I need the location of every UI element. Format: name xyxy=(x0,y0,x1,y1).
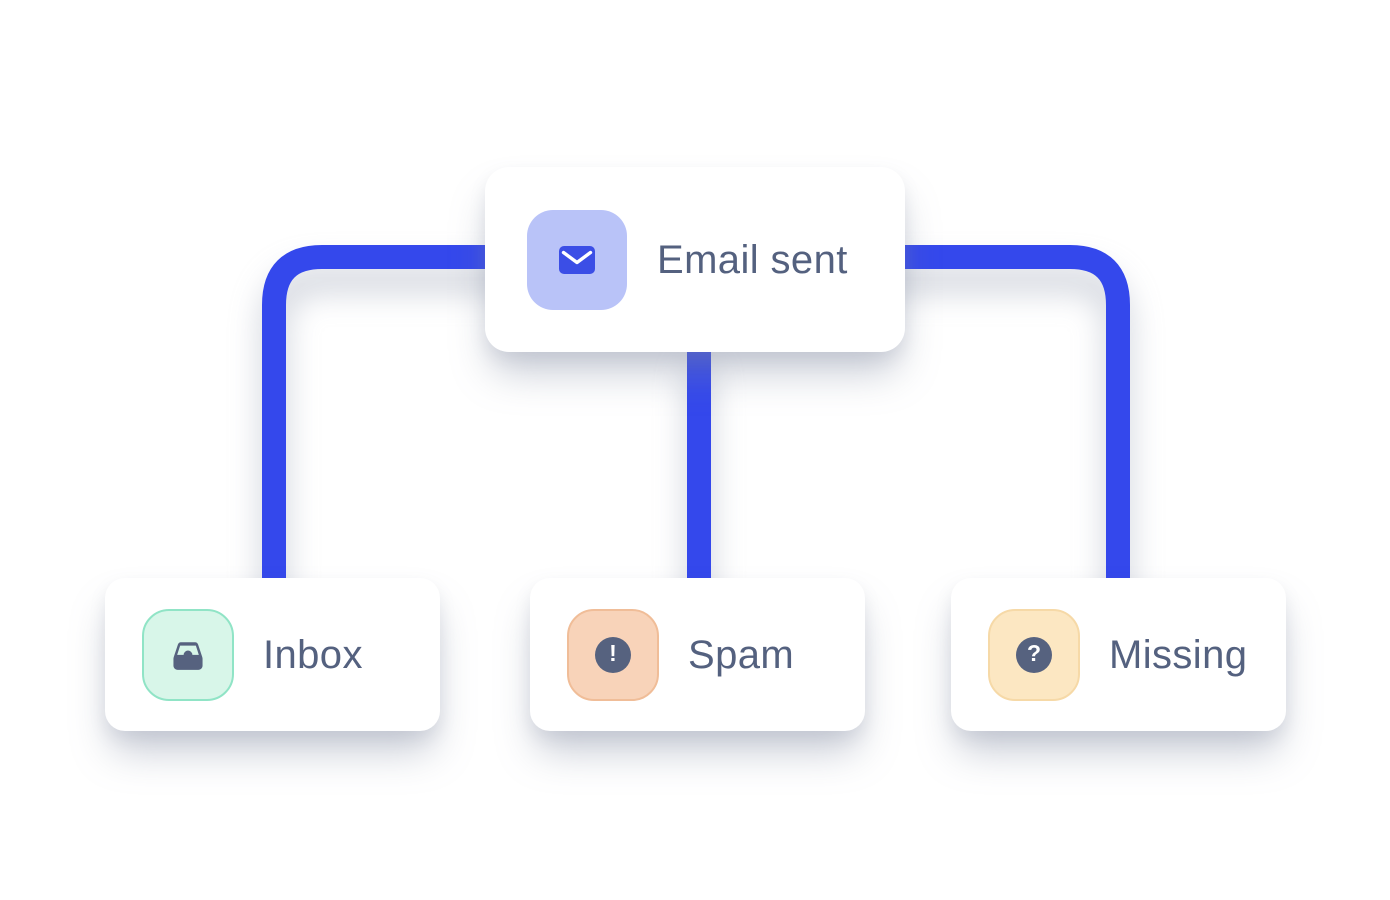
exclamation-circle-icon: ! xyxy=(595,636,631,673)
inbox-tray-icon xyxy=(173,641,203,670)
node-label-missing: Missing xyxy=(1109,632,1248,677)
envelope-icon xyxy=(559,245,595,274)
connector-email-to-inbox xyxy=(262,245,560,598)
email-icon-tile xyxy=(527,209,627,310)
node-email-sent: Email sent xyxy=(485,167,905,352)
node-inbox: Inbox xyxy=(105,578,440,731)
node-spam: ! Spam xyxy=(530,578,865,731)
node-label-email-sent: Email sent xyxy=(657,237,848,282)
question-circle-icon: ? xyxy=(1016,636,1052,673)
node-missing: ? Missing xyxy=(951,578,1286,731)
inbox-icon-tile xyxy=(142,608,234,701)
exclamation-glyph: ! xyxy=(609,640,617,666)
node-label-spam: Spam xyxy=(688,632,795,677)
question-glyph: ? xyxy=(1026,640,1042,666)
spam-icon-tile: ! xyxy=(567,608,659,701)
missing-icon-tile: ? xyxy=(988,608,1080,701)
node-label-inbox: Inbox xyxy=(263,632,363,677)
connector-email-to-missing xyxy=(830,245,1130,598)
